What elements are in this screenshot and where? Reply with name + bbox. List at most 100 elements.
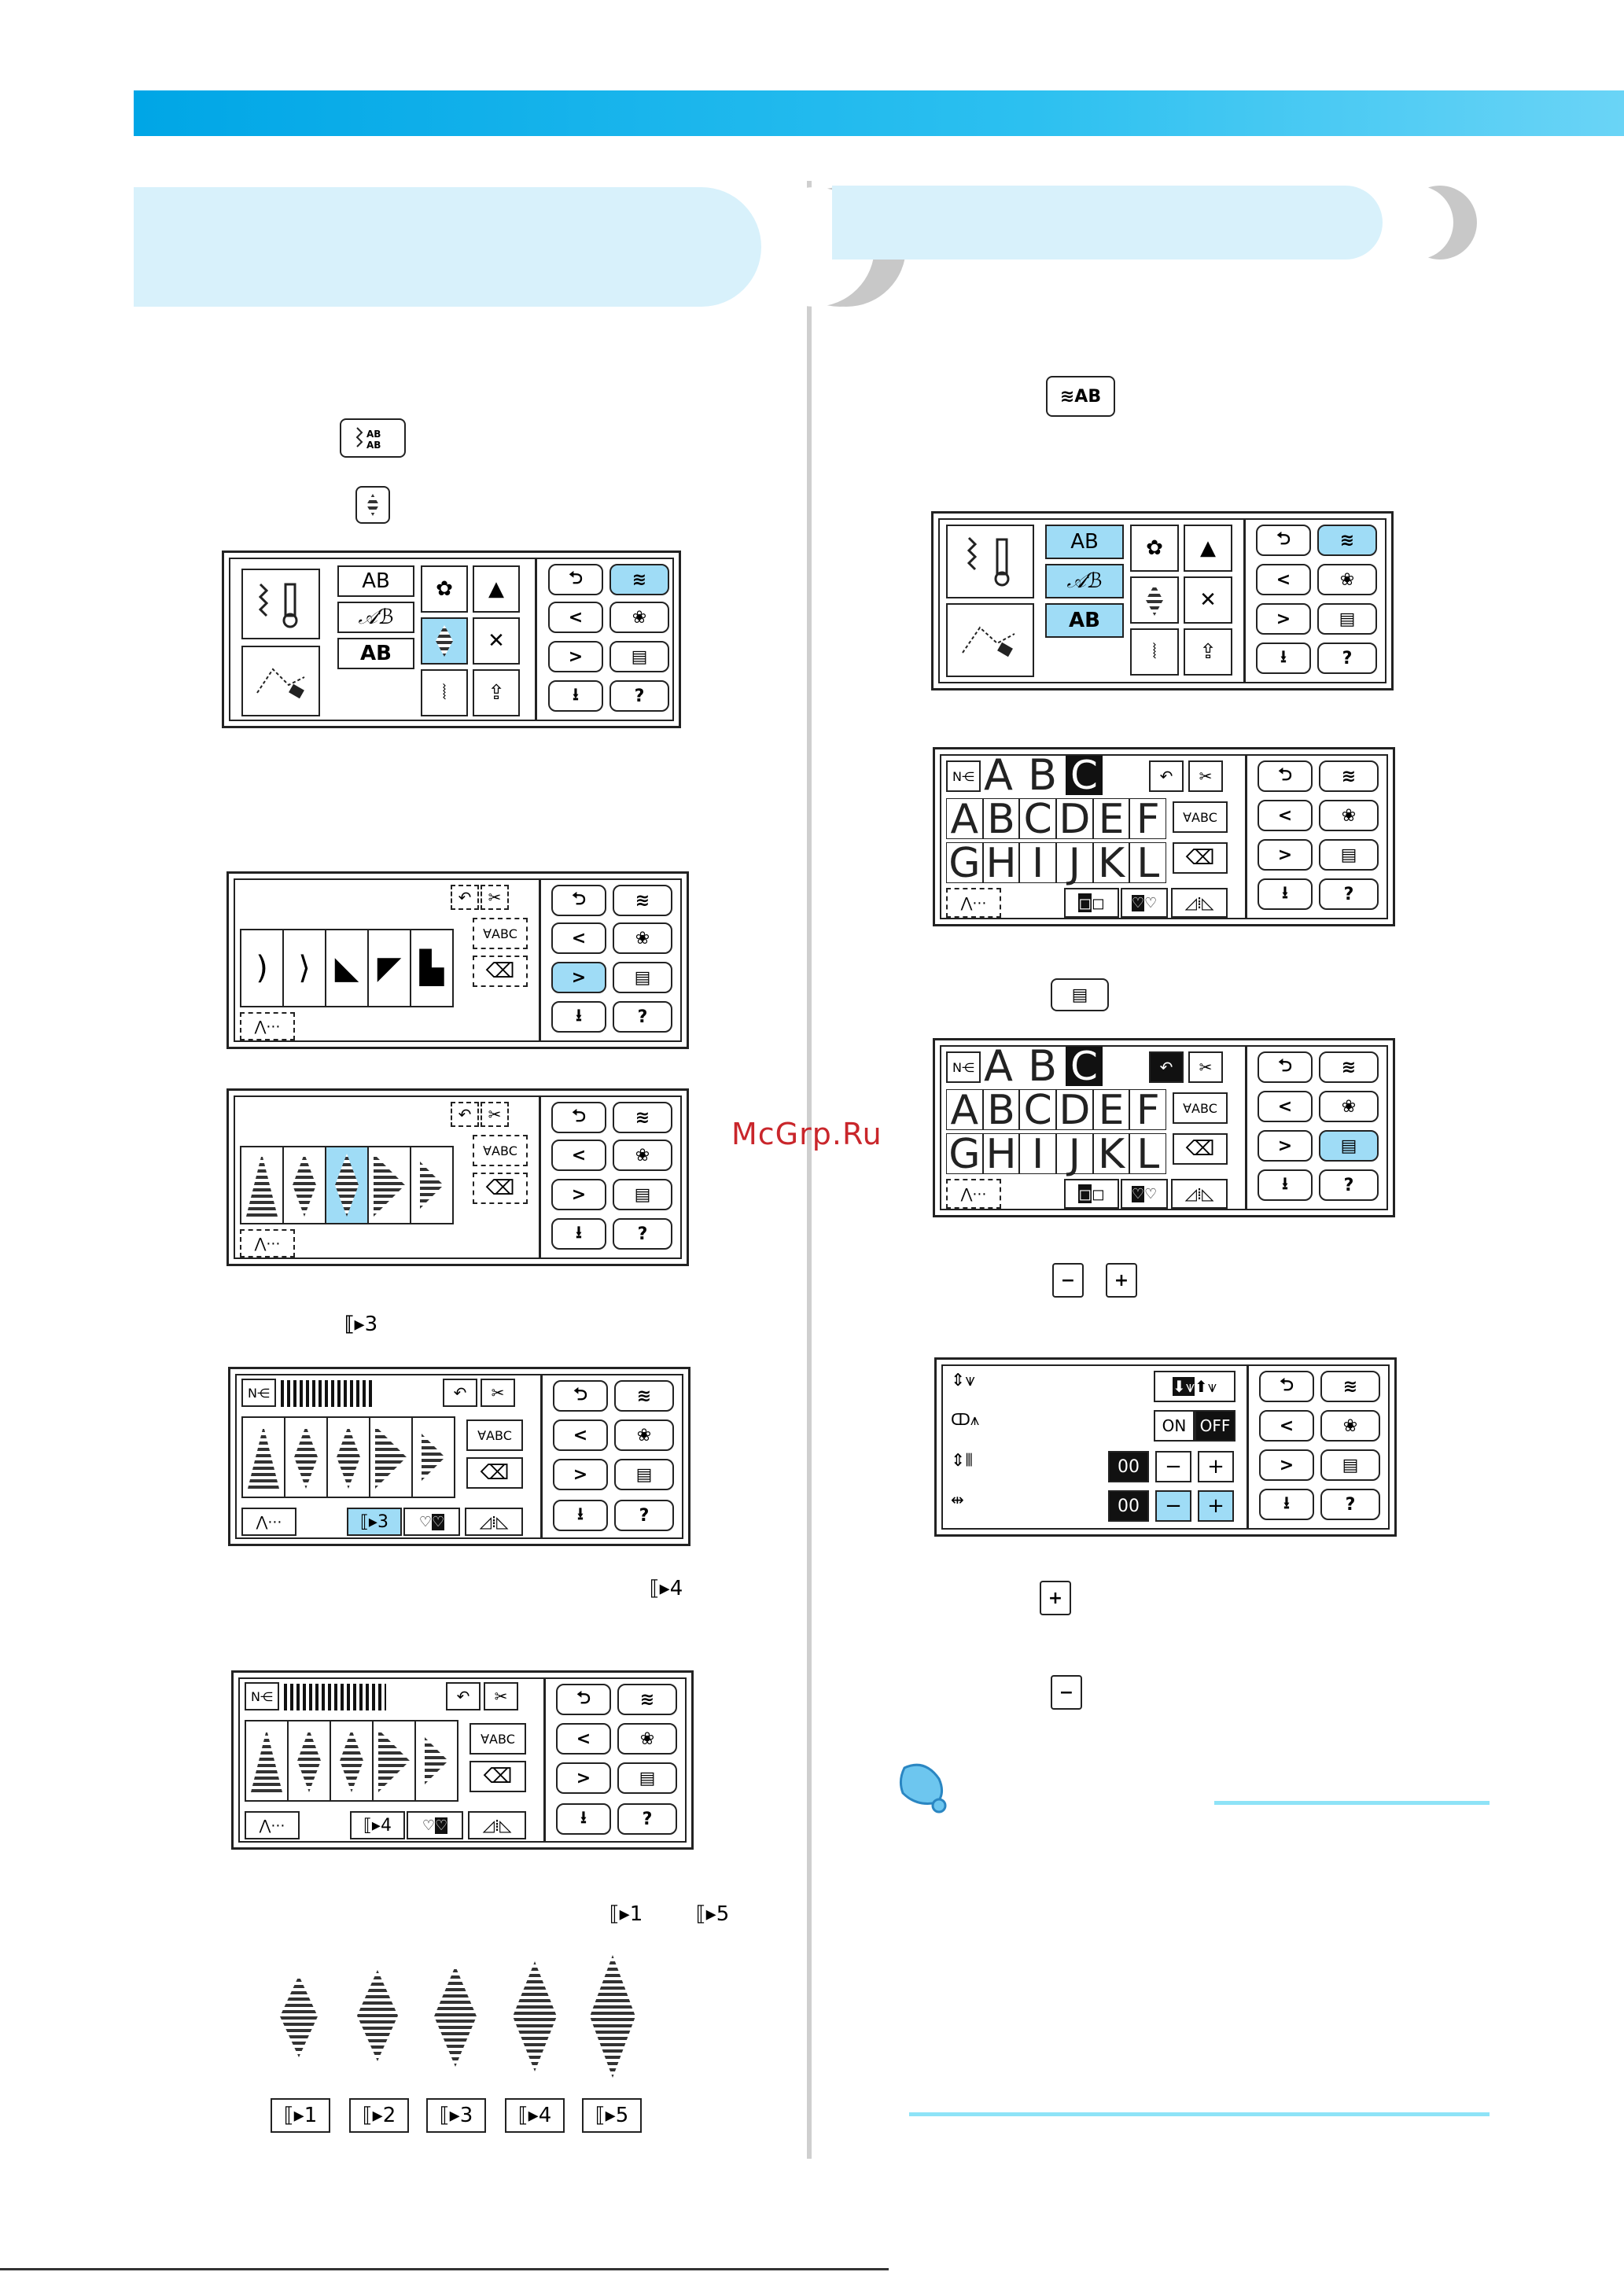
- arrow-stitch-icon[interactable]: ▲: [1184, 525, 1232, 572]
- help-key[interactable]: ?: [614, 1500, 674, 1531]
- satin-shape-3[interactable]: [330, 1720, 374, 1802]
- embroidery-key[interactable]: ❀: [614, 1419, 674, 1451]
- vabc-label[interactable]: ∀ABC: [473, 918, 528, 949]
- satin-shape-3[interactable]: [325, 1146, 369, 1224]
- satin-shape-1[interactable]: [241, 1416, 285, 1498]
- stitch-mode-key[interactable]: ≋: [1317, 525, 1377, 556]
- stitch-mode-key[interactable]: ≋: [613, 1102, 672, 1133]
- stitch-mode-key[interactable]: ≋: [613, 885, 672, 916]
- needle-mode-icon[interactable]: N⋲: [241, 1379, 276, 1407]
- back-key[interactable]: ⮌: [1259, 1371, 1314, 1402]
- clear-icon[interactable]: ⌫: [473, 1173, 528, 1204]
- satin-shape-4[interactable]: [372, 1720, 416, 1802]
- needle-mode-icon[interactable]: N⋲: [245, 1682, 279, 1710]
- cross-stitch-icon[interactable]: ✕: [473, 617, 520, 665]
- next-key[interactable]: >: [553, 1459, 608, 1490]
- help-key[interactable]: ?: [1317, 643, 1377, 674]
- settings-page-key[interactable]: ▤: [1317, 603, 1377, 635]
- settings-page-key[interactable]: ▤: [613, 962, 672, 993]
- next-key[interactable]: >: [551, 962, 606, 993]
- scissors-icon[interactable]: ✂: [481, 885, 509, 910]
- clear-icon[interactable]: ⌫: [1173, 842, 1228, 874]
- next-key[interactable]: >: [1258, 839, 1313, 871]
- embroidery-key[interactable]: ❀: [613, 922, 672, 954]
- clear-icon[interactable]: ⌫: [1173, 1133, 1228, 1165]
- cross-stitch-icon[interactable]: ✕: [1184, 576, 1232, 624]
- settings-page-key[interactable]: ▤: [613, 1179, 672, 1210]
- stitch-shape-2[interactable]: ⟩: [282, 929, 326, 1007]
- stitch-mode-key[interactable]: ≋: [617, 1684, 677, 1715]
- settings-page-key[interactable]: ▤: [617, 1762, 677, 1794]
- satin-shape-2[interactable]: [287, 1720, 331, 1802]
- utility-stitch-icon[interactable]: [946, 525, 1034, 598]
- needle-mode-icon[interactable]: N⋲: [946, 760, 981, 792]
- embroidery-key[interactable]: ❀: [1320, 1410, 1380, 1442]
- utility-stitch-icon[interactable]: [241, 569, 320, 639]
- stitch-shape-5[interactable]: ▙: [410, 929, 454, 1007]
- next-key[interactable]: >: [1258, 1130, 1313, 1162]
- stitch-shape-4[interactable]: ◤: [367, 929, 411, 1007]
- stitch-shape-3[interactable]: ◣: [325, 929, 369, 1007]
- flip-icon[interactable]: ◿⁞◺: [468, 1811, 526, 1839]
- memory-icon[interactable]: ⇪: [473, 669, 520, 716]
- size-selector[interactable]: ⟦▸4: [350, 1811, 405, 1839]
- arrow-stitch-icon[interactable]: ▲: [473, 565, 520, 613]
- char-c-selected[interactable]: C: [1066, 1047, 1103, 1086]
- back-key[interactable]: ⮌: [1258, 1051, 1313, 1083]
- char-b[interactable]: B: [1028, 750, 1058, 800]
- stitch-mode-key[interactable]: ≋: [1319, 1051, 1379, 1083]
- help-key[interactable]: ?: [613, 1001, 672, 1033]
- back-key[interactable]: ⮌: [551, 885, 606, 916]
- vabc-label[interactable]: ∀ABC: [1173, 801, 1228, 833]
- zigzag-stitch-icon[interactable]: ⦚: [421, 669, 468, 716]
- settings-page-key[interactable]: ▤: [1320, 1449, 1380, 1481]
- stitch-mode-key[interactable]: ≋: [614, 1380, 674, 1412]
- help-key[interactable]: ?: [1319, 878, 1379, 910]
- font-outline-cell[interactable]: AB: [1045, 603, 1124, 638]
- settings-page-key[interactable]: ▤: [614, 1459, 674, 1490]
- satin-shape-4[interactable]: [367, 1146, 411, 1224]
- vabc-label[interactable]: ∀ABC: [470, 1723, 526, 1755]
- stitch-preview-icon[interactable]: ⋀⋯: [946, 1179, 1001, 1209]
- minus-button-active[interactable]: −: [1155, 1490, 1191, 1522]
- scissors-icon[interactable]: ✂: [481, 1379, 515, 1407]
- help-key[interactable]: ?: [617, 1803, 677, 1835]
- embroidery-key[interactable]: ❀: [617, 1723, 677, 1755]
- vabc-label[interactable]: ∀ABC: [473, 1135, 528, 1166]
- save-key[interactable]: ⭳: [1258, 878, 1313, 910]
- prev-key[interactable]: <: [548, 602, 603, 633]
- stitch-shape-1[interactable]: ): [240, 929, 284, 1007]
- stitch-preview-icon[interactable]: ⋀⋯: [240, 1012, 295, 1040]
- font-block-cell[interactable]: AB: [1045, 525, 1124, 559]
- satin-shape-3[interactable]: [326, 1416, 370, 1498]
- size-toggle-icon[interactable]: ◻◻: [1064, 888, 1119, 918]
- vabc-label[interactable]: ∀ABC: [466, 1419, 523, 1451]
- settings-page-key[interactable]: ▤: [1319, 1130, 1379, 1162]
- prev-key[interactable]: <: [1258, 1091, 1313, 1122]
- save-key[interactable]: ⭳: [1259, 1489, 1314, 1520]
- font-outline-cell[interactable]: AB: [337, 638, 414, 669]
- save-key[interactable]: ⭳: [553, 1500, 608, 1531]
- save-key[interactable]: ⭳: [551, 1218, 606, 1250]
- needle-mode-icon[interactable]: N⋲: [946, 1051, 981, 1083]
- stitch-preview-icon[interactable]: ⋀⋯: [946, 888, 1001, 918]
- stitch-mode-key[interactable]: ≋: [1320, 1371, 1380, 1402]
- decorative-stitch-icon[interactable]: ✿: [421, 565, 468, 613]
- clear-icon[interactable]: ⌫: [466, 1457, 523, 1489]
- prev-key[interactable]: <: [1259, 1410, 1314, 1442]
- flip-icon[interactable]: ◿⁞◺: [1171, 1179, 1228, 1209]
- embroidery-key[interactable]: ❀: [609, 602, 669, 633]
- back-key[interactable]: ⮌: [1258, 760, 1313, 792]
- char-a[interactable]: A: [984, 750, 1013, 800]
- back-key[interactable]: ⮌: [548, 564, 603, 595]
- memory-icon[interactable]: ⇪: [1184, 628, 1232, 676]
- char-a[interactable]: A: [984, 1041, 1013, 1091]
- settings-page-key[interactable]: ▤: [1319, 839, 1379, 871]
- needle-toggle[interactable]: ⬇⩛⬆⩛: [1154, 1371, 1235, 1402]
- satin-shape-4[interactable]: [369, 1416, 413, 1498]
- embroidery-key[interactable]: ❀: [1319, 800, 1379, 831]
- prev-key[interactable]: <: [1256, 564, 1311, 595]
- satin-shape-2[interactable]: [284, 1416, 328, 1498]
- save-key[interactable]: ⭳: [551, 1001, 606, 1033]
- size-toggle-icon[interactable]: ◻◻: [1064, 1179, 1119, 1209]
